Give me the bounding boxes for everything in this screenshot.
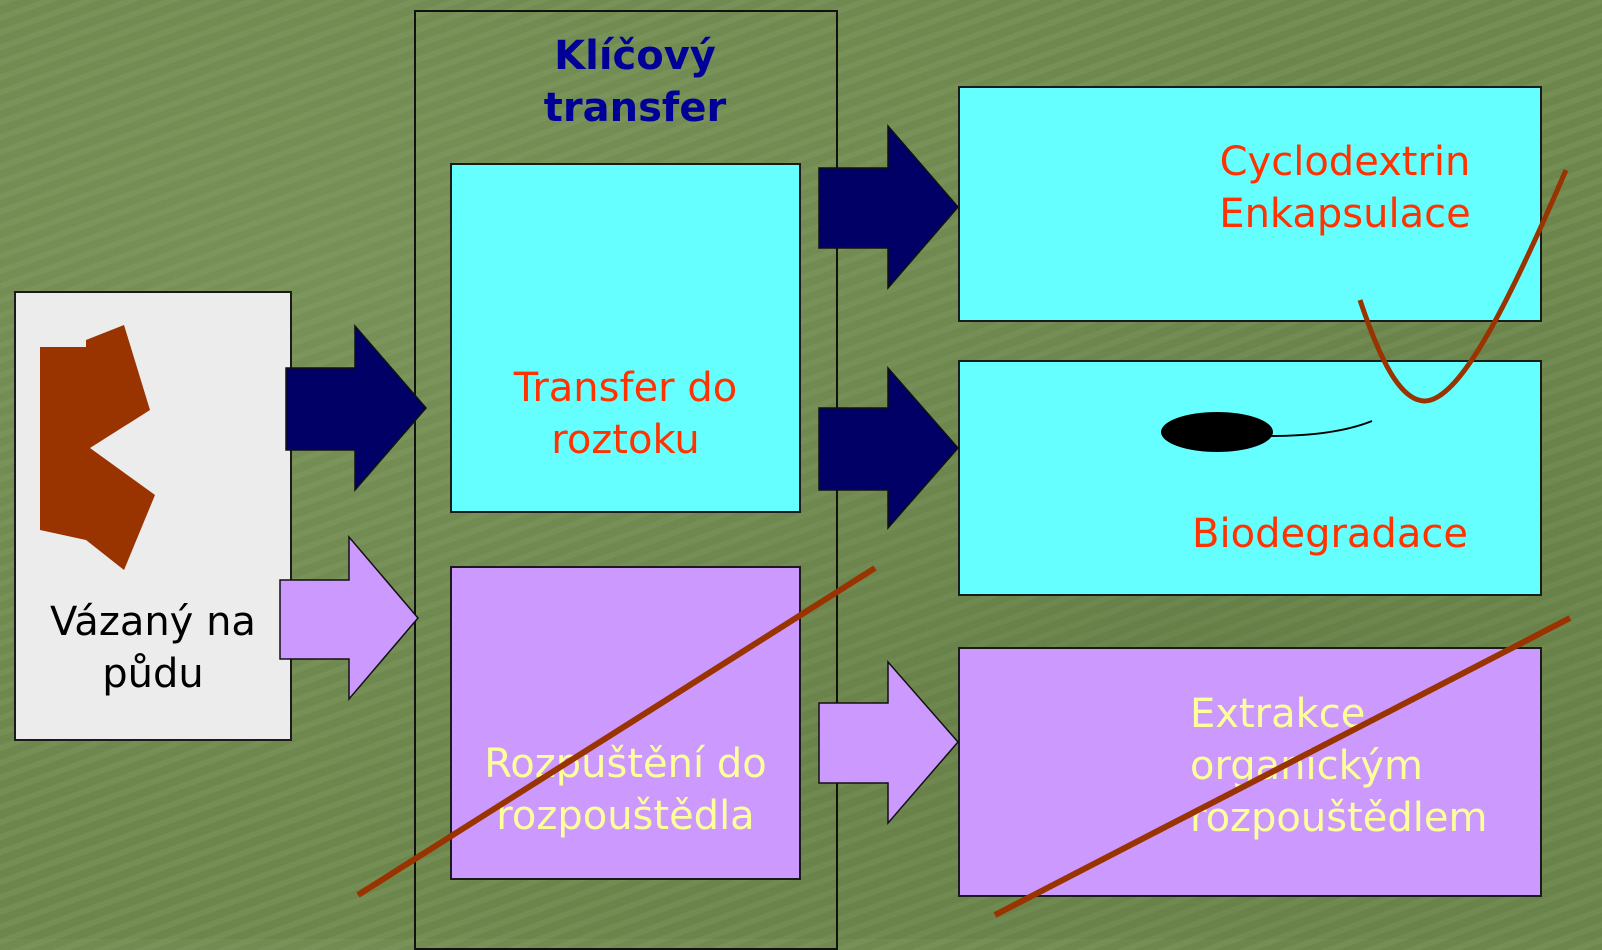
extraction-label: Extrakce organickým rozpouštědlem <box>1190 691 1488 841</box>
rust-curve <box>1357 169 1569 404</box>
biodegradation-box <box>958 360 1542 596</box>
arrow-transfer-to-biodegradation <box>818 366 959 530</box>
arrow-soil-to-transfer <box>285 323 427 493</box>
arrow-soil-to-dissolution <box>279 534 419 702</box>
transfer-to-solution-label: Transfer do roztoku <box>513 365 738 463</box>
biodegradation-label: Biodegradace <box>1192 511 1468 557</box>
arrow-transfer-to-cyclodextrin <box>818 123 959 291</box>
dissolution-into-solvent-label: Rozpuštění do rozpouštědla <box>484 741 767 839</box>
arrow-dissolution-to-extraction <box>818 660 959 826</box>
extraction-box <box>958 647 1542 897</box>
column-title: Klíčový transfer <box>543 33 727 131</box>
pollutant-glyph-icon <box>40 325 155 570</box>
cyclodextrin-label: Cyclodextrin Enkapsulace <box>1219 139 1471 237</box>
bacterium-flagellum <box>1269 420 1373 437</box>
strike-line-dissolution <box>356 565 877 898</box>
bacterium-icon <box>1161 412 1273 452</box>
soil-bound-label: Vázaný na půdu <box>50 599 256 697</box>
strike-line-extraction <box>993 615 1572 918</box>
transfer-to-solution-box <box>450 163 801 513</box>
cyclodextrin-box <box>958 86 1542 322</box>
